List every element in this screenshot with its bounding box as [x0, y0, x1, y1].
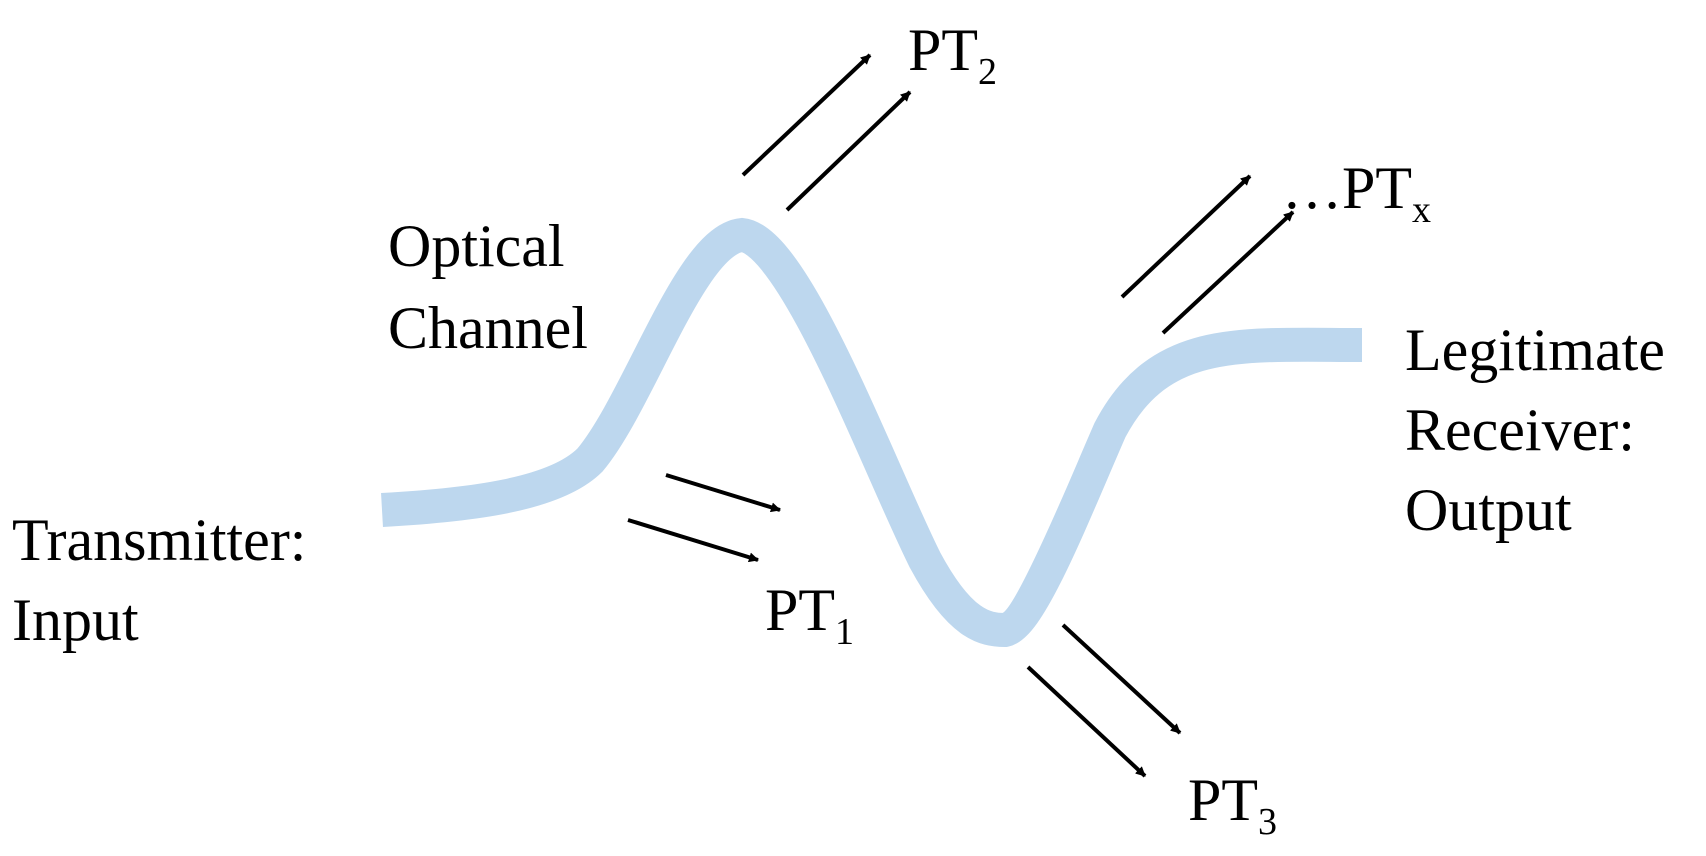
pt3-arrows [1026, 623, 1182, 778]
input-label: Input [12, 587, 139, 653]
pt1-arrows [627, 473, 781, 563]
ptx-sub: x [1412, 189, 1432, 231]
pt2-main: PT [908, 17, 979, 83]
pt3-sub: 3 [1258, 801, 1278, 843]
pt3-arrow-lower [1026, 665, 1147, 778]
pt3-label: PT3 [1188, 767, 1277, 841]
receiver-label: Receiver: [1405, 397, 1635, 463]
pt3-main: PT [1188, 767, 1259, 833]
transmitter-label: Transmitter: [12, 507, 307, 573]
pt2-sub: 2 [978, 51, 998, 93]
pt2-label: PT2 [908, 17, 997, 91]
pt1-arrow-lower [627, 518, 759, 563]
pt1-sub: 1 [835, 611, 855, 653]
output-label: Output [1405, 477, 1572, 543]
pt2-arrows [741, 53, 912, 212]
ptx-main: …PT [1282, 155, 1413, 221]
ptx-label: …PTx [1282, 155, 1431, 229]
pt2-arrow-left [741, 53, 872, 177]
optical-channel-curve [381, 217, 1363, 648]
ptx-arrow-left [1120, 174, 1252, 299]
pt3-arrow-upper [1061, 623, 1182, 735]
ptx-arrow-right [1161, 210, 1295, 335]
optical-label: Optical [388, 213, 565, 279]
channel-label: Channel [388, 295, 588, 361]
pt1-arrow-upper [665, 473, 781, 513]
ptx-arrows [1120, 174, 1295, 335]
pt2-arrow-right [785, 90, 912, 212]
legitimate-label: Legitimate [1405, 317, 1665, 383]
pt1-main: PT [765, 577, 836, 643]
pt1-label: PT1 [765, 577, 854, 651]
